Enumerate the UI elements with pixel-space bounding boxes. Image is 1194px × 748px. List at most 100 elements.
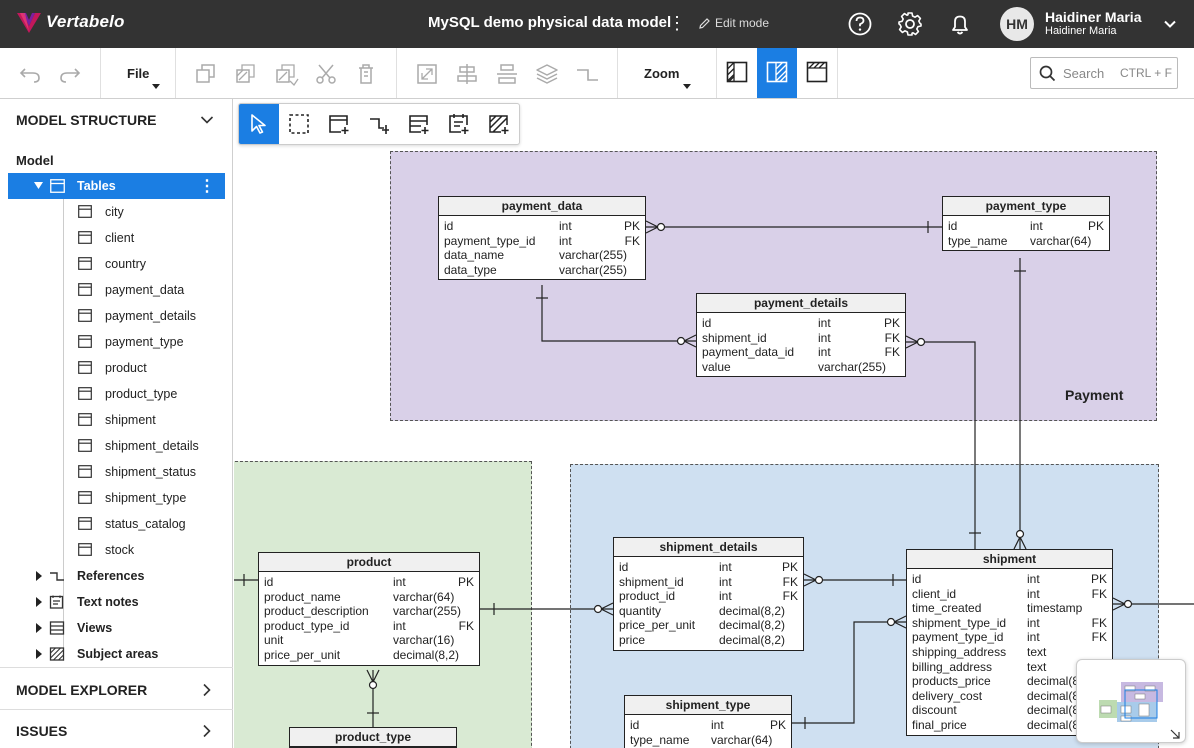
kebab-menu-icon[interactable]: ⋮ — [199, 178, 215, 195]
layers-icon[interactable] — [534, 61, 560, 87]
sidebar-table-shipment-type[interactable]: shipment_type — [0, 485, 233, 511]
chevron-right-icon[interactable] — [199, 723, 215, 739]
gear-icon[interactable] — [896, 10, 924, 38]
add-text-note-tool[interactable] — [439, 104, 479, 144]
redo-icon[interactable] — [57, 61, 83, 87]
trash-icon[interactable] — [353, 61, 379, 87]
copy-format-icon[interactable] — [233, 61, 259, 87]
chevron-down-icon[interactable] — [1162, 16, 1178, 32]
chevron-right-icon[interactable] — [199, 682, 215, 698]
scissors-icon[interactable] — [313, 61, 339, 87]
add-table-tool[interactable] — [319, 104, 359, 144]
model-explorer-header[interactable]: MODEL EXPLORER — [16, 682, 148, 698]
minimap[interactable] — [1076, 659, 1186, 743]
sidebar-table-product[interactable]: product — [0, 355, 233, 381]
edit-mode-button[interactable]: Edit mode — [698, 16, 769, 30]
issues-header[interactable]: ISSUES — [16, 723, 68, 739]
bell-icon[interactable] — [946, 10, 974, 38]
sidebar-table-payment-type[interactable]: payment_type — [0, 329, 233, 355]
document-title[interactable]: MySQL demo physical data model — [428, 14, 672, 31]
add-view-tool[interactable] — [399, 104, 439, 144]
file-menu-button[interactable]: File — [127, 66, 150, 81]
view-left-panel-button[interactable] — [717, 48, 757, 98]
zoom-menu-button[interactable]: Zoom — [644, 66, 680, 81]
sidebar-table-product-type[interactable]: product_type — [0, 381, 233, 407]
sidebar-table-client[interactable]: client — [0, 225, 233, 251]
help-icon[interactable] — [846, 10, 874, 38]
sidebar-group-references[interactable]: References — [0, 563, 233, 589]
caret-down-icon[interactable] — [34, 182, 43, 190]
sidebar-table-city[interactable]: city — [0, 199, 233, 225]
search-input[interactable]: Search CTRL + F — [1030, 57, 1178, 89]
selection-box-tool[interactable] — [279, 104, 319, 144]
undo-icon[interactable] — [17, 61, 43, 87]
view-top-panel-button[interactable] — [797, 48, 837, 98]
sidebar-table-payment-details[interactable]: payment_details — [0, 303, 233, 329]
user-name[interactable]: Haidiner Maria — [1045, 9, 1142, 25]
select-tool[interactable] — [239, 104, 279, 144]
align-icon[interactable] — [454, 61, 480, 87]
caret-right-icon[interactable] — [35, 649, 43, 659]
document-menu-icon[interactable]: ⋮ — [668, 13, 686, 33]
distribute-icon[interactable] — [494, 61, 520, 87]
paste-format-icon[interactable] — [273, 61, 299, 87]
view-right-panel-button[interactable] — [757, 48, 797, 98]
sidebar-table-stock[interactable]: stock — [0, 537, 233, 563]
model-structure-header[interactable]: MODEL STRUCTURE — [16, 112, 157, 128]
avatar[interactable]: HM — [1000, 7, 1034, 41]
duplicate-icon[interactable] — [193, 61, 219, 87]
caret-right-icon[interactable] — [35, 597, 43, 607]
sidebar-table-payment-data[interactable]: payment_data — [0, 277, 233, 303]
sidebar-group-views[interactable]: Views — [0, 615, 233, 641]
resize-icon[interactable] — [414, 61, 440, 87]
table-product-type[interactable]: product_type — [289, 727, 457, 748]
sidebar-table-shipment-status[interactable]: shipment_status — [0, 459, 233, 485]
tree-item-tables[interactable]: Tables ⋮ — [8, 173, 225, 199]
add-reference-tool[interactable] — [359, 104, 399, 144]
sidebar-table-shipment-details[interactable]: shipment_details — [0, 433, 233, 459]
diagram-canvas[interactable]: Payment — [234, 99, 1194, 748]
caret-right-icon[interactable] — [35, 623, 43, 633]
add-subject-area-tool[interactable] — [479, 104, 519, 144]
line-style-icon[interactable] — [574, 61, 600, 87]
sidebar-table-status-catalog[interactable]: status_catalog — [0, 511, 233, 537]
sidebar-group-text-notes[interactable]: Text notes — [0, 589, 233, 615]
caret-right-icon[interactable] — [35, 571, 43, 581]
vertabelo-logo[interactable]: Vertabelo — [16, 10, 125, 34]
